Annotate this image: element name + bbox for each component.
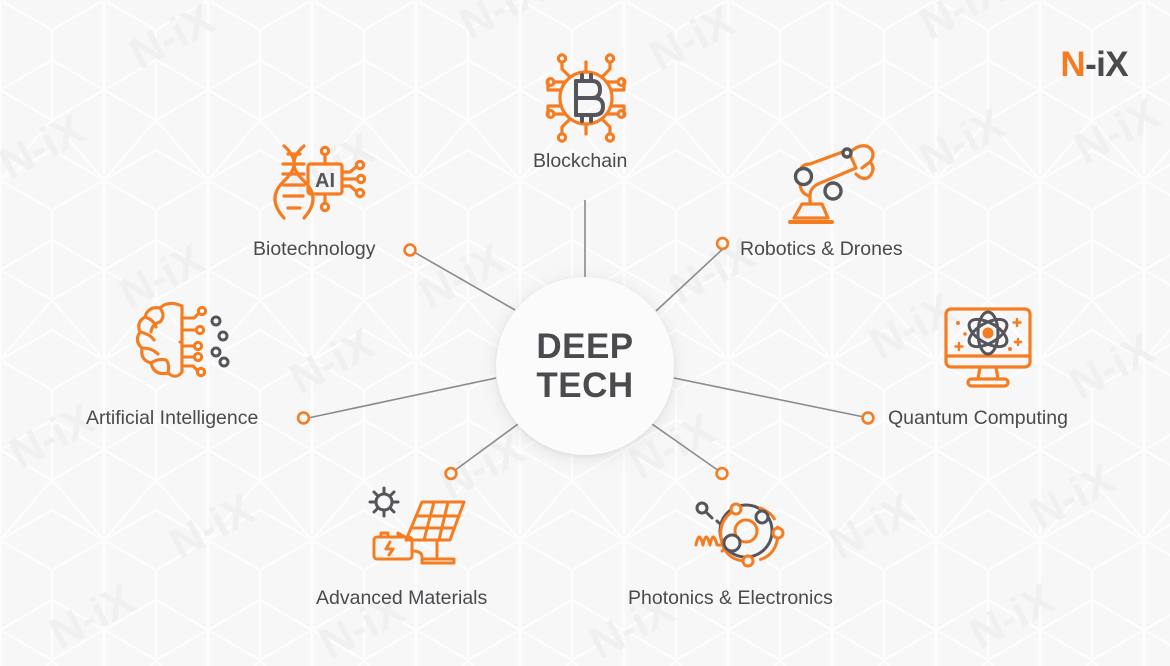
spoke-line-photonics-electronics: [651, 423, 720, 472]
spoke-line-advanced-materials: [453, 423, 519, 472]
spoke-line-quantum-computing: [673, 377, 865, 418]
center-hub-deep-tech: DEEP TECH: [496, 277, 674, 455]
connector-dot-biotechnology: [403, 243, 417, 257]
logo-letters-ix: -iX: [1085, 45, 1129, 84]
connector-dot-robotics-drones: [715, 236, 730, 251]
connector-dot-advanced-materials: [444, 466, 458, 481]
connector-dot-photonics-electronics: [715, 466, 729, 481]
hub-line-2: TECH: [536, 366, 634, 405]
spoke-line-robotics-drones: [655, 245, 727, 312]
spoke-line-biotechnology: [413, 251, 516, 311]
logo-letter-n: N: [1060, 45, 1086, 84]
connector-dot-artificial-intelligence: [296, 411, 311, 425]
hub-line-1: DEEP: [536, 326, 634, 366]
spoke-line-artificial-intelligence: [307, 377, 497, 419]
brand-logo-nix: N-iX: [1060, 47, 1128, 82]
connector-dot-quantum-computing: [861, 411, 875, 425]
